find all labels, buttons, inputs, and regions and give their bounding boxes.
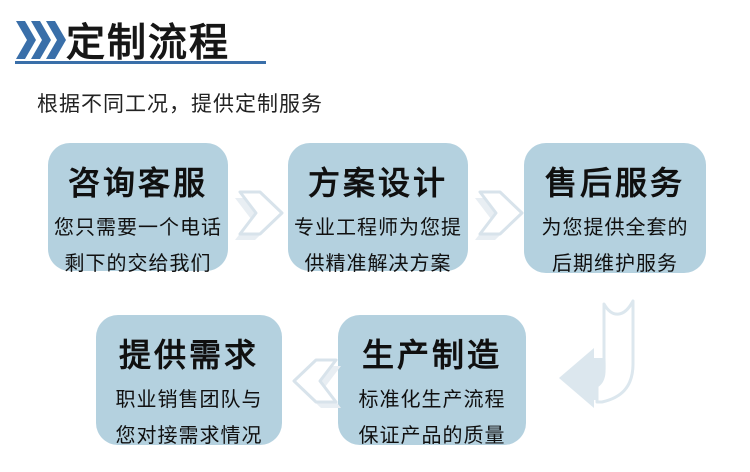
step-title: 售后服务 [544,165,685,201]
page-subtitle: 根据不同工况，提供定制服务 [37,93,323,116]
step-desc-line: 职业销售团队与 [115,389,263,411]
triple-chevron-right-icon [16,21,66,59]
header: 定制流程 [0,0,750,80]
flow-step-production: 生产制造 标准化生产流程 保证产品的质量 [338,315,526,447]
step-desc-line: 您只需要一个电话 [54,217,222,239]
step-desc-line: 供精准解决方案 [304,253,452,275]
step-title: 提供需求 [118,337,259,373]
flow-step-design: 方案设计 专业工程师为您提 供精准解决方案 [288,143,468,275]
title-underline [15,61,266,64]
step-desc-line: 为您提供全套的 [541,217,689,239]
step-desc-line: 保证产品的质量 [358,425,506,447]
step-desc-line: 标准化生产流程 [358,389,506,411]
flow-step-requirements: 提供需求 职业销售团队与 您对接需求情况 [96,315,282,447]
flow-step-consult: 咨询客服 您只需要一个电话 剩下的交给我们 [48,143,228,275]
arrow-down-left-icon [559,299,635,408]
arrow-right-icon [475,190,524,240]
arrow-right-icon [235,190,284,240]
step-desc-line: 剩下的交给我们 [64,253,212,275]
step-title: 方案设计 [307,165,448,201]
step-title: 咨询客服 [67,165,208,201]
step-title: 生产制造 [361,337,502,373]
page-title: 定制流程 [66,22,231,65]
flow-step-aftersales: 售后服务 为您提供全套的 后期维护服务 [524,143,706,275]
arrow-left-icon [292,358,341,408]
step-desc-line: 后期维护服务 [552,253,678,275]
step-desc-line: 专业工程师为您提 [294,217,462,239]
step-desc-line: 您对接需求情况 [115,425,263,447]
